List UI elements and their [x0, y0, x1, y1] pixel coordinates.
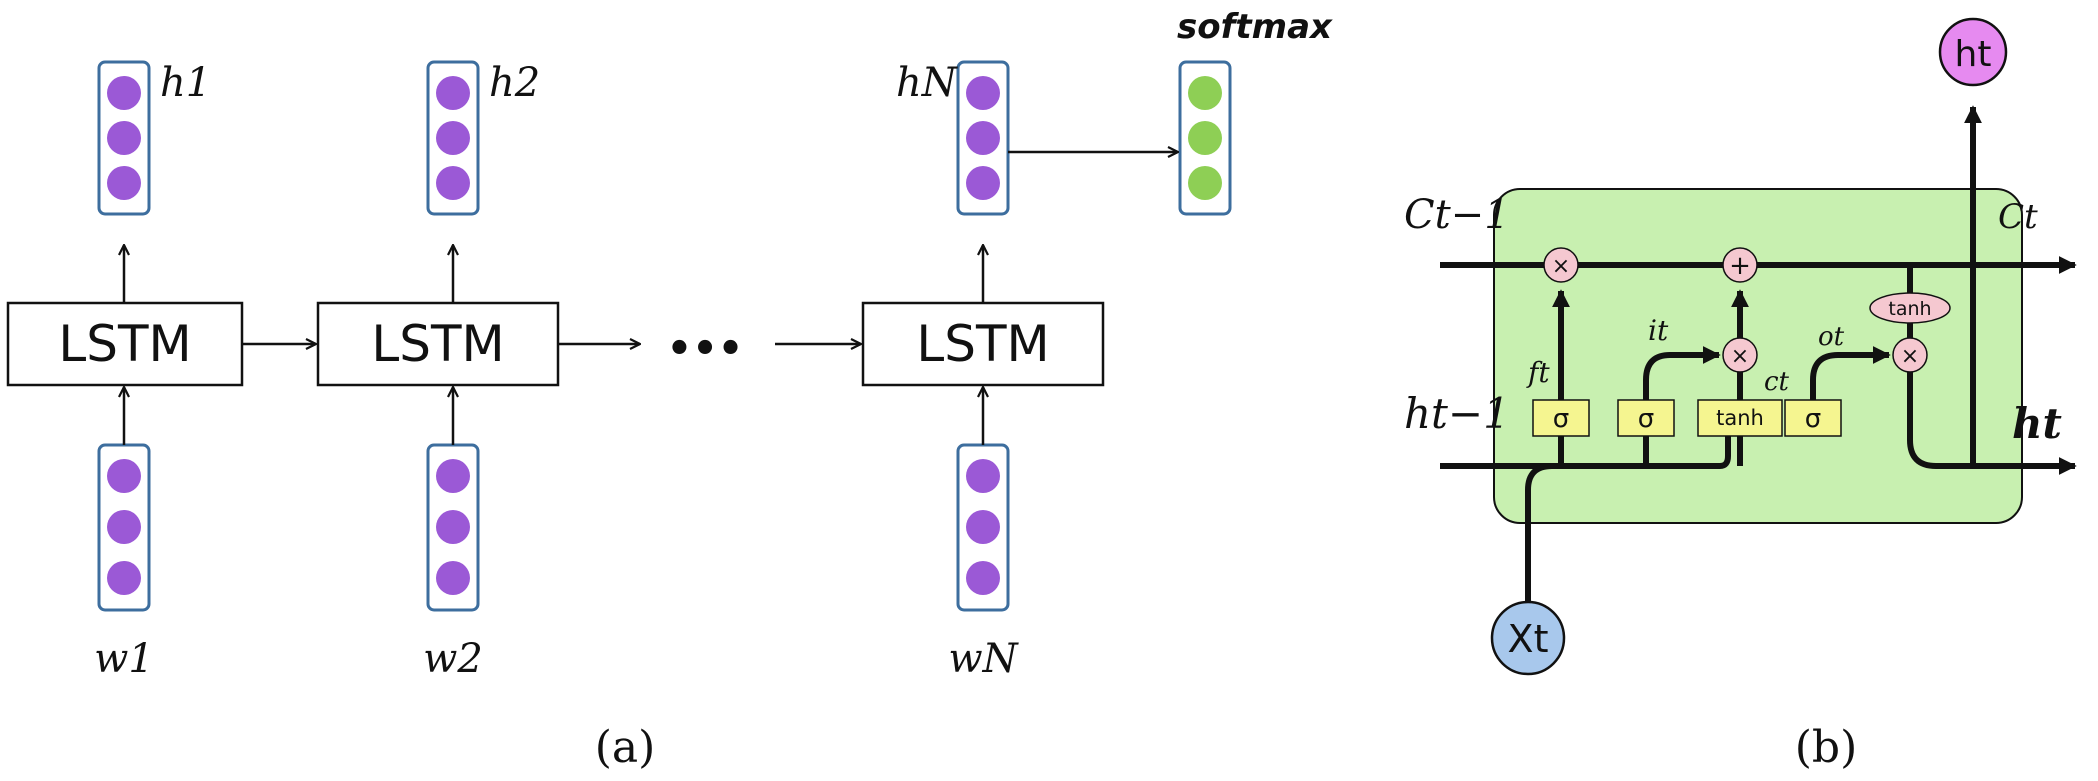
- hidden-in-label: ht−1: [1404, 389, 1510, 438]
- output-gate: σ: [1784, 399, 1842, 437]
- svg-text:σ: σ: [1638, 404, 1654, 434]
- softmax-vector: [1178, 60, 1232, 216]
- candidate-label: ct: [1764, 367, 1790, 397]
- hidden-vector-n: [956, 60, 1010, 216]
- svg-text:ht: ht: [1955, 34, 1992, 75]
- softmax-label: softmax: [1177, 7, 1333, 47]
- panel-b-lstm-cell: × + × × tanh σ σ tanh: [1404, 17, 2077, 773]
- label-h1: h1: [160, 60, 211, 106]
- output-mult-op: ×: [1892, 337, 1928, 373]
- svg-text:tanh: tanh: [1716, 406, 1764, 430]
- label-wn: wN: [948, 636, 1019, 682]
- panel-a-lstm-chain: LSTM LSTM LSTM ••• softmax h1 h2 hN w1 w…: [6, 7, 1333, 773]
- output-node: ht: [1938, 17, 2008, 87]
- svg-text:Xt: Xt: [1508, 617, 1549, 661]
- tanh-op: tanh: [1869, 292, 1951, 324]
- output-path: [1907, 372, 2077, 475]
- input-x-line: [1525, 463, 1553, 610]
- svg-text:×: ×: [1731, 344, 1749, 369]
- svg-text:σ: σ: [1805, 404, 1821, 434]
- svg-text:tanh: tanh: [1888, 298, 1931, 320]
- ellipsis: •••: [667, 326, 744, 372]
- forget-gate: σ: [1532, 399, 1590, 437]
- svg-text:×: ×: [1901, 344, 1919, 369]
- add-op: +: [1722, 247, 1758, 283]
- input-gate-label: it: [1648, 314, 1669, 347]
- input-gate: σ: [1617, 399, 1675, 437]
- lstm-label-1: LSTM: [58, 315, 191, 373]
- input-vector-2: [426, 443, 480, 612]
- svg-text:+: +: [1729, 251, 1751, 281]
- caption-b: (b): [1795, 722, 1858, 773]
- input-vector-n: [956, 443, 1010, 612]
- input-gate-path: [1643, 346, 1721, 466]
- cell-state-out-label: Ct: [1998, 197, 2038, 237]
- svg-text:×: ×: [1552, 254, 1570, 279]
- output-gate-path: [1810, 346, 1891, 428]
- cell-state-in-label: Ct−1: [1404, 192, 1510, 238]
- lstm-label-2: LSTM: [371, 315, 504, 373]
- hidden-out-label: ht: [2012, 399, 2062, 448]
- label-w2: w2: [423, 636, 483, 682]
- candidate-gate: tanh: [1697, 399, 1783, 437]
- lstm-label-n: LSTM: [916, 315, 1049, 373]
- input-vector-1: [97, 443, 151, 612]
- input-mult-op: ×: [1722, 337, 1758, 373]
- hidden-vector-2: [426, 60, 480, 216]
- forget-mult-op: ×: [1543, 247, 1579, 283]
- forget-label: ft: [1526, 356, 1550, 389]
- input-node: Xt: [1490, 600, 1566, 676]
- cell-box: [1493, 188, 2023, 524]
- label-hn: hN: [896, 60, 959, 106]
- hidden-vector-1: [97, 60, 151, 216]
- hidden-to-output-gate: [1719, 428, 1731, 469]
- caption-a: (a): [595, 722, 656, 773]
- svg-text:σ: σ: [1553, 404, 1569, 434]
- label-w1: w1: [94, 636, 154, 682]
- label-h2: h2: [489, 60, 540, 106]
- output-gate-label: ot: [1818, 322, 1845, 352]
